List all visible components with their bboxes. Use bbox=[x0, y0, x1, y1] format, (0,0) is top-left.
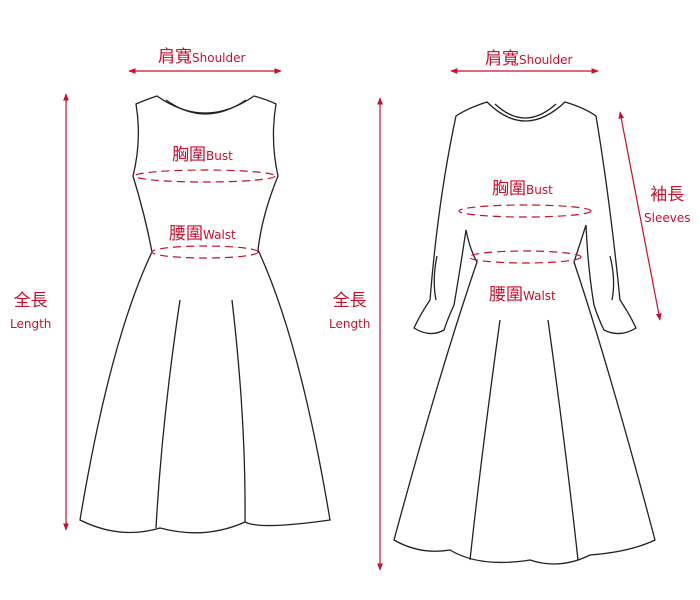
waist-en: Walst bbox=[203, 228, 236, 242]
length-zh: 全長 bbox=[332, 291, 367, 311]
length-label: 全長 Length bbox=[10, 286, 51, 331]
bust-en: Bust bbox=[526, 183, 553, 197]
waist-en: Walst bbox=[523, 289, 556, 303]
sleeves-zh: 袖長 bbox=[650, 185, 685, 205]
bust-en: Bust bbox=[206, 149, 233, 163]
length-en: Length bbox=[10, 317, 52, 331]
waist-zh: 腰圍 bbox=[169, 224, 203, 244]
shoulder-label-2: 肩寬Shoulder bbox=[485, 44, 572, 69]
length-label-2: 全長 Length bbox=[329, 286, 370, 331]
bust-label: 胸圍Bust bbox=[172, 140, 233, 165]
shoulder-zh: 肩寬 bbox=[485, 49, 519, 69]
waist-label-2: 腰圍Walst bbox=[489, 280, 556, 305]
long-sleeve-dress-guides bbox=[377, 68, 662, 571]
sleeveless-dress-outline bbox=[79, 95, 331, 534]
shoulder-en: Shoulder bbox=[519, 53, 573, 67]
shoulder-label: 肩寬Shoulder bbox=[158, 42, 245, 67]
sleeves-label: 袖長 Sleeves bbox=[644, 180, 690, 225]
waist-label: 腰圍Walst bbox=[169, 219, 236, 244]
bust-zh: 胸圍 bbox=[492, 179, 526, 199]
long-sleeve-dress-outline bbox=[393, 101, 656, 565]
sleeveless-dress-guides bbox=[63, 68, 282, 531]
shoulder-zh: 肩寬 bbox=[158, 47, 192, 67]
sleeves-en: Sleeves bbox=[644, 211, 691, 225]
waist-zh: 腰圍 bbox=[489, 285, 523, 305]
length-en: Length bbox=[329, 317, 371, 331]
bust-zh: 胸圍 bbox=[172, 145, 206, 165]
shoulder-en: Shoulder bbox=[192, 51, 246, 65]
bust-label-2: 胸圍Bust bbox=[492, 174, 553, 199]
length-zh: 全長 bbox=[13, 291, 48, 311]
